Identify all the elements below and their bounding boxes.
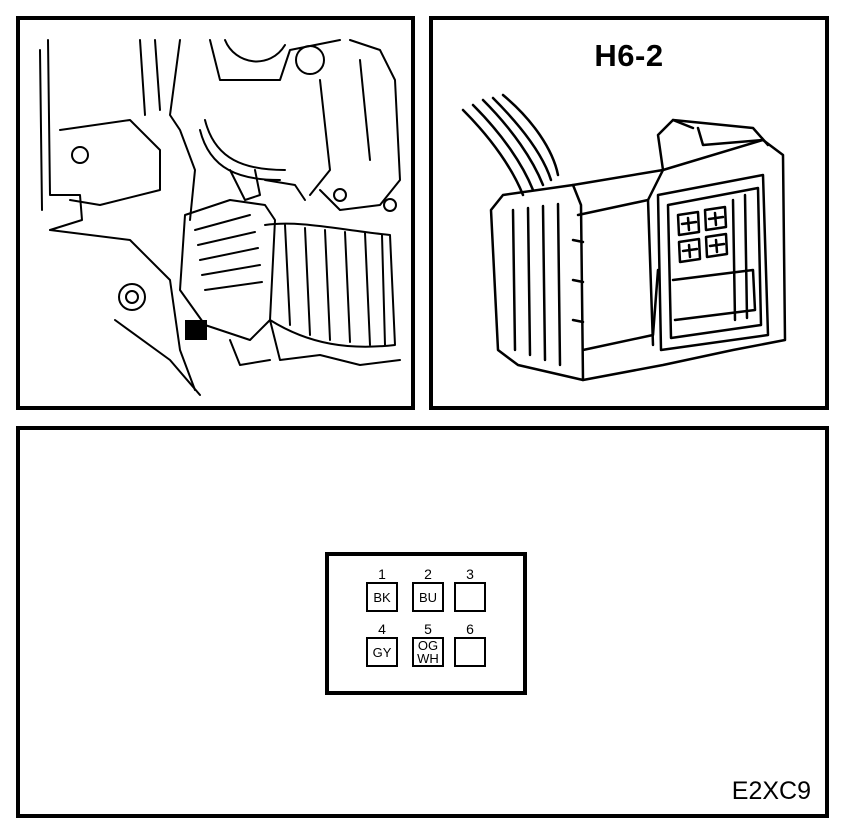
- pin-number: 1: [378, 566, 386, 582]
- pin-number: 3: [466, 566, 474, 582]
- connector-pinout: 1 BK 2 BU 3 4 GY 5 OG WH 6: [325, 552, 527, 695]
- pinout-panel: 1 BK 2 BU 3 4 GY 5 OG WH 6 E2XC9: [16, 426, 829, 818]
- figure-code: E2XC9: [731, 777, 811, 805]
- engine-location-panel: [16, 16, 415, 410]
- pin-number: 6: [466, 621, 474, 637]
- connector-panel: H6-2: [429, 16, 829, 410]
- pin-wire-color: BK: [366, 582, 398, 612]
- connector-illustration: [461, 93, 787, 382]
- pin-wire-color: OG WH: [412, 637, 444, 667]
- engine-location-illustration: [39, 39, 401, 396]
- pin-wire-color: GY: [366, 637, 398, 667]
- pin-number: 5: [424, 621, 432, 637]
- pin-5: 5 OG WH: [412, 622, 444, 667]
- pin-wire-color: [454, 582, 486, 612]
- pin-number: 4: [378, 621, 386, 637]
- connector-title: H6-2: [594, 38, 664, 73]
- pin-4: 4 GY: [366, 622, 398, 667]
- pin-2: 2 BU: [412, 567, 444, 612]
- pin-3: 3: [454, 567, 486, 612]
- pin-wire-color: [454, 637, 486, 667]
- pin-6: 6: [454, 622, 486, 667]
- pin-number: 2: [424, 566, 432, 582]
- pin-wire-color: BU: [412, 582, 444, 612]
- pin-1: 1 BK: [366, 567, 398, 612]
